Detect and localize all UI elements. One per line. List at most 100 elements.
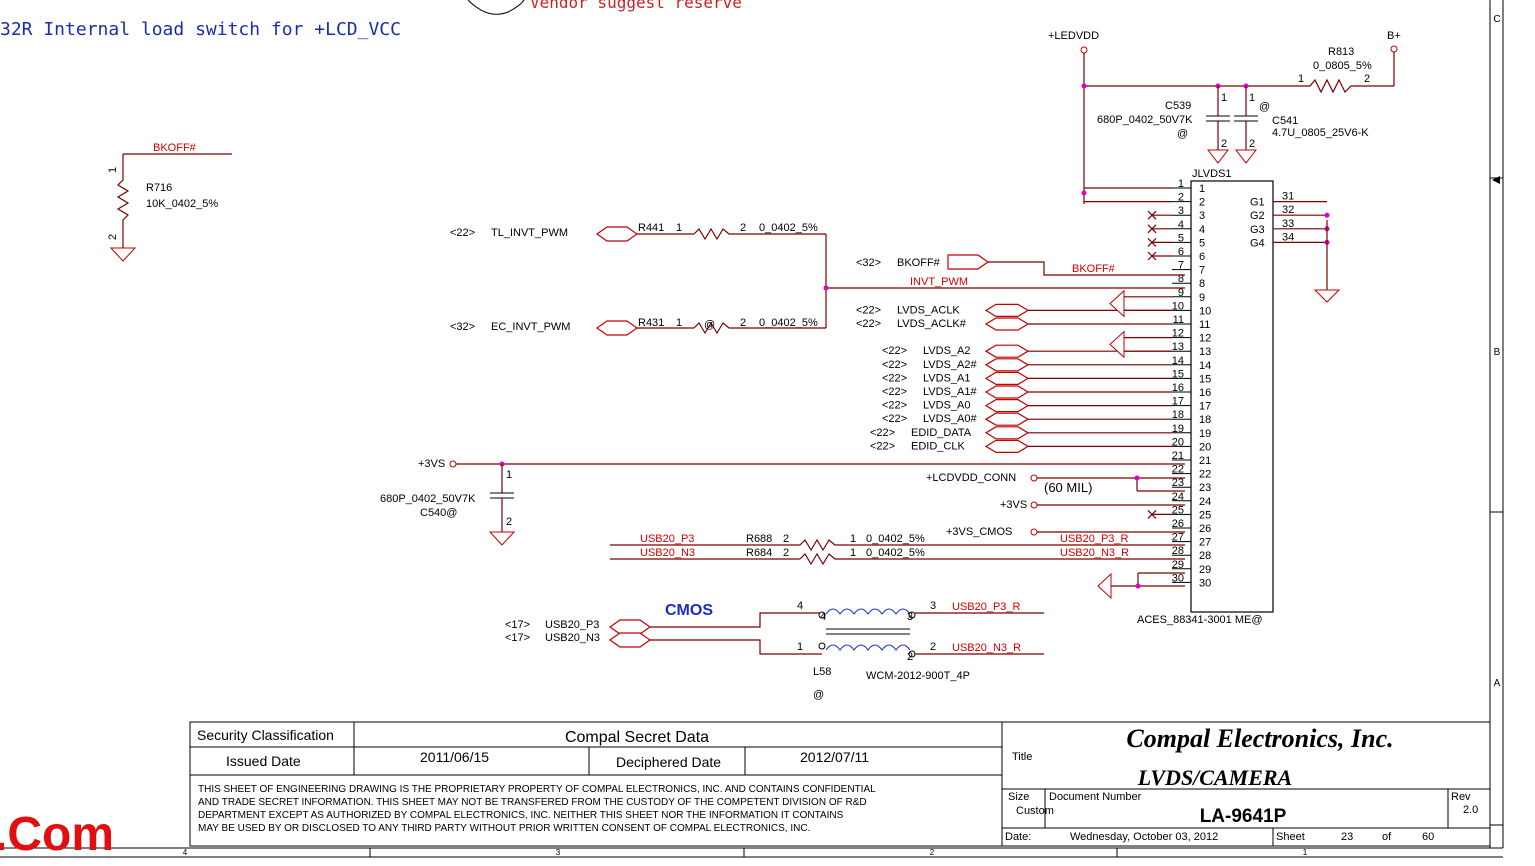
connector-pin-outer: 18 [1172, 409, 1184, 421]
size-label: Size [1008, 791, 1029, 803]
port-page: <17> [505, 632, 530, 644]
pin-number: 2 [783, 547, 789, 559]
port-page: <22> [882, 372, 907, 384]
ground-icon [1097, 572, 1112, 600]
c541-value: 4.7U_0805_25V6-K [1272, 127, 1369, 139]
port-page: <22> [870, 427, 895, 439]
port-page: <22> [882, 345, 907, 357]
connector-pin-inner: 22 [1199, 469, 1211, 481]
port-name: EC_INVT_PWM [491, 321, 570, 333]
port-lvds-aclkn[interactable]: <22>LVDS_ACLK# [856, 317, 1172, 331]
connector-pin-inner: 5 [1199, 237, 1205, 249]
port-lvds-a1[interactable]: <22>LVDS_A1 [882, 371, 1172, 385]
title-value: LVDS/CAMERA [1137, 765, 1292, 790]
r441-value: 0_0402_5% [759, 222, 818, 234]
port-name: TL_INVT_PWM [491, 227, 568, 239]
port-page: <17> [505, 619, 530, 631]
bidir-port-icon [984, 412, 1030, 426]
connector-pin-outer: 9 [1178, 287, 1184, 299]
port-edid-clk[interactable]: <22>EDID_CLK [870, 439, 1172, 453]
connector-pin-outer: 19 [1172, 423, 1184, 435]
coil-top [825, 608, 911, 615]
connector-pin-outer: 17 [1172, 396, 1184, 408]
l58-value: WCM-2012-900T_4P [866, 670, 970, 682]
connector-body [1190, 180, 1274, 613]
port-lvds-a0n[interactable]: <22>LVDS_A0# [882, 412, 1172, 426]
connector-pin-outer: 29 [1172, 559, 1184, 571]
c539-ref: C539 [1165, 100, 1191, 112]
docnum-value: LA-9641P [1200, 806, 1287, 827]
security-label: Security Classification [197, 727, 334, 743]
pin-number: 1 [850, 533, 856, 545]
port-lvds-aclk[interactable]: <22>LVDS_ACLK [856, 303, 1172, 317]
ledvdd-rail: +LEDVDD [1048, 30, 1310, 204]
border-number: 2 [930, 848, 935, 857]
gnd-pin-label: G3 [1250, 224, 1265, 236]
dot-pin [908, 611, 916, 619]
connector-pin-inner: 9 [1199, 292, 1205, 304]
of-value: 60 [1422, 831, 1434, 843]
port-name: LVDS_A2# [923, 359, 977, 371]
connector-pin-inner: 15 [1199, 373, 1211, 385]
port-edid-data[interactable]: <22> EDID_DATA [870, 426, 1172, 440]
tl-invt-port[interactable]: <22> TL_INVT_PWM [450, 226, 639, 242]
cmos-label: CMOS [665, 602, 713, 619]
net-label: USB20_P3_R [1060, 533, 1129, 545]
r441-body [693, 227, 826, 241]
connector-pin-outer: 7 [1178, 260, 1184, 272]
connector-pin-inner: 19 [1199, 428, 1211, 440]
vs3-cmos-label: +3VS_CMOS [946, 526, 1012, 538]
connector-pin-outer: 21 [1172, 450, 1184, 462]
l58-ref: L58 [813, 666, 831, 678]
junction [1081, 83, 1087, 89]
port-lvds-a2n[interactable]: <22>LVDS_A2# [882, 358, 1172, 372]
watermark: .Com [0, 808, 114, 861]
bplus-label: B+ [1387, 30, 1401, 42]
port-lvds-a1n[interactable]: <22>LVDS_A1# [882, 385, 1172, 399]
vendor-note: Vendor suggest reserve [530, 0, 742, 12]
ec-invt-port[interactable]: <32> EC_INVT_PWM [450, 320, 639, 336]
r431-ref: R431 [638, 317, 664, 329]
port-lvds-a2[interactable]: <22>LVDS_A2 [882, 344, 1172, 358]
connector-pin-inner: 26 [1199, 523, 1211, 535]
pin-number: 1 [107, 167, 119, 173]
port-name: EDID_DATA [911, 427, 972, 439]
connector-pin-outer: 4 [1178, 219, 1184, 231]
connector-pin-inner: 6 [1199, 251, 1205, 263]
connector-pin-inner: 24 [1199, 496, 1211, 508]
port-page: <32> [450, 321, 475, 333]
gnd-pin-label: G2 [1250, 210, 1265, 222]
ground-icon [1109, 330, 1125, 359]
connector-pin-inner: 25 [1199, 509, 1211, 521]
input-port-icon [947, 254, 990, 270]
of-label: of [1382, 831, 1392, 843]
bidir-port-icon [595, 226, 639, 242]
bidir-port-icon [608, 632, 652, 648]
c539: 1 2 C539 680P_0402_50V7K @ [1097, 86, 1230, 164]
connector-pin-inner: 18 [1199, 414, 1211, 426]
connector-pin-inner: 29 [1199, 564, 1211, 576]
connector-pin-inner: 20 [1199, 441, 1211, 453]
connector-pin-outer: 13 [1172, 341, 1184, 353]
net-label: USB20_N3_R [952, 642, 1021, 654]
port-page: <32> [856, 257, 881, 269]
border-letter: C [1493, 14, 1500, 25]
l58-at: @ [813, 689, 824, 701]
coil-bottom [825, 644, 911, 651]
pin-number: 2 [740, 317, 746, 329]
pin-number: 2 [1221, 138, 1227, 150]
pin-number: 3 [930, 600, 936, 612]
port-lvds-a0[interactable]: <22>LVDS_A0 [882, 399, 1172, 413]
connector-pin-inner: 16 [1199, 387, 1211, 399]
connector-pin-outer: 27 [1172, 532, 1184, 544]
connector-pin-inner: 17 [1199, 401, 1211, 413]
r684: USB20_N3 R684 2 1 0_0402_5% USB20_N3_R [610, 547, 1185, 566]
ground-icon [1234, 149, 1258, 164]
port-page: <22> [450, 227, 475, 239]
bkoff-port[interactable]: <32> BKOFF# BKOFF# [856, 254, 1185, 276]
pin-number: 1 [1221, 92, 1227, 104]
r431-at: @ [704, 319, 715, 331]
port-name: LVDS_ACLK [897, 304, 960, 316]
